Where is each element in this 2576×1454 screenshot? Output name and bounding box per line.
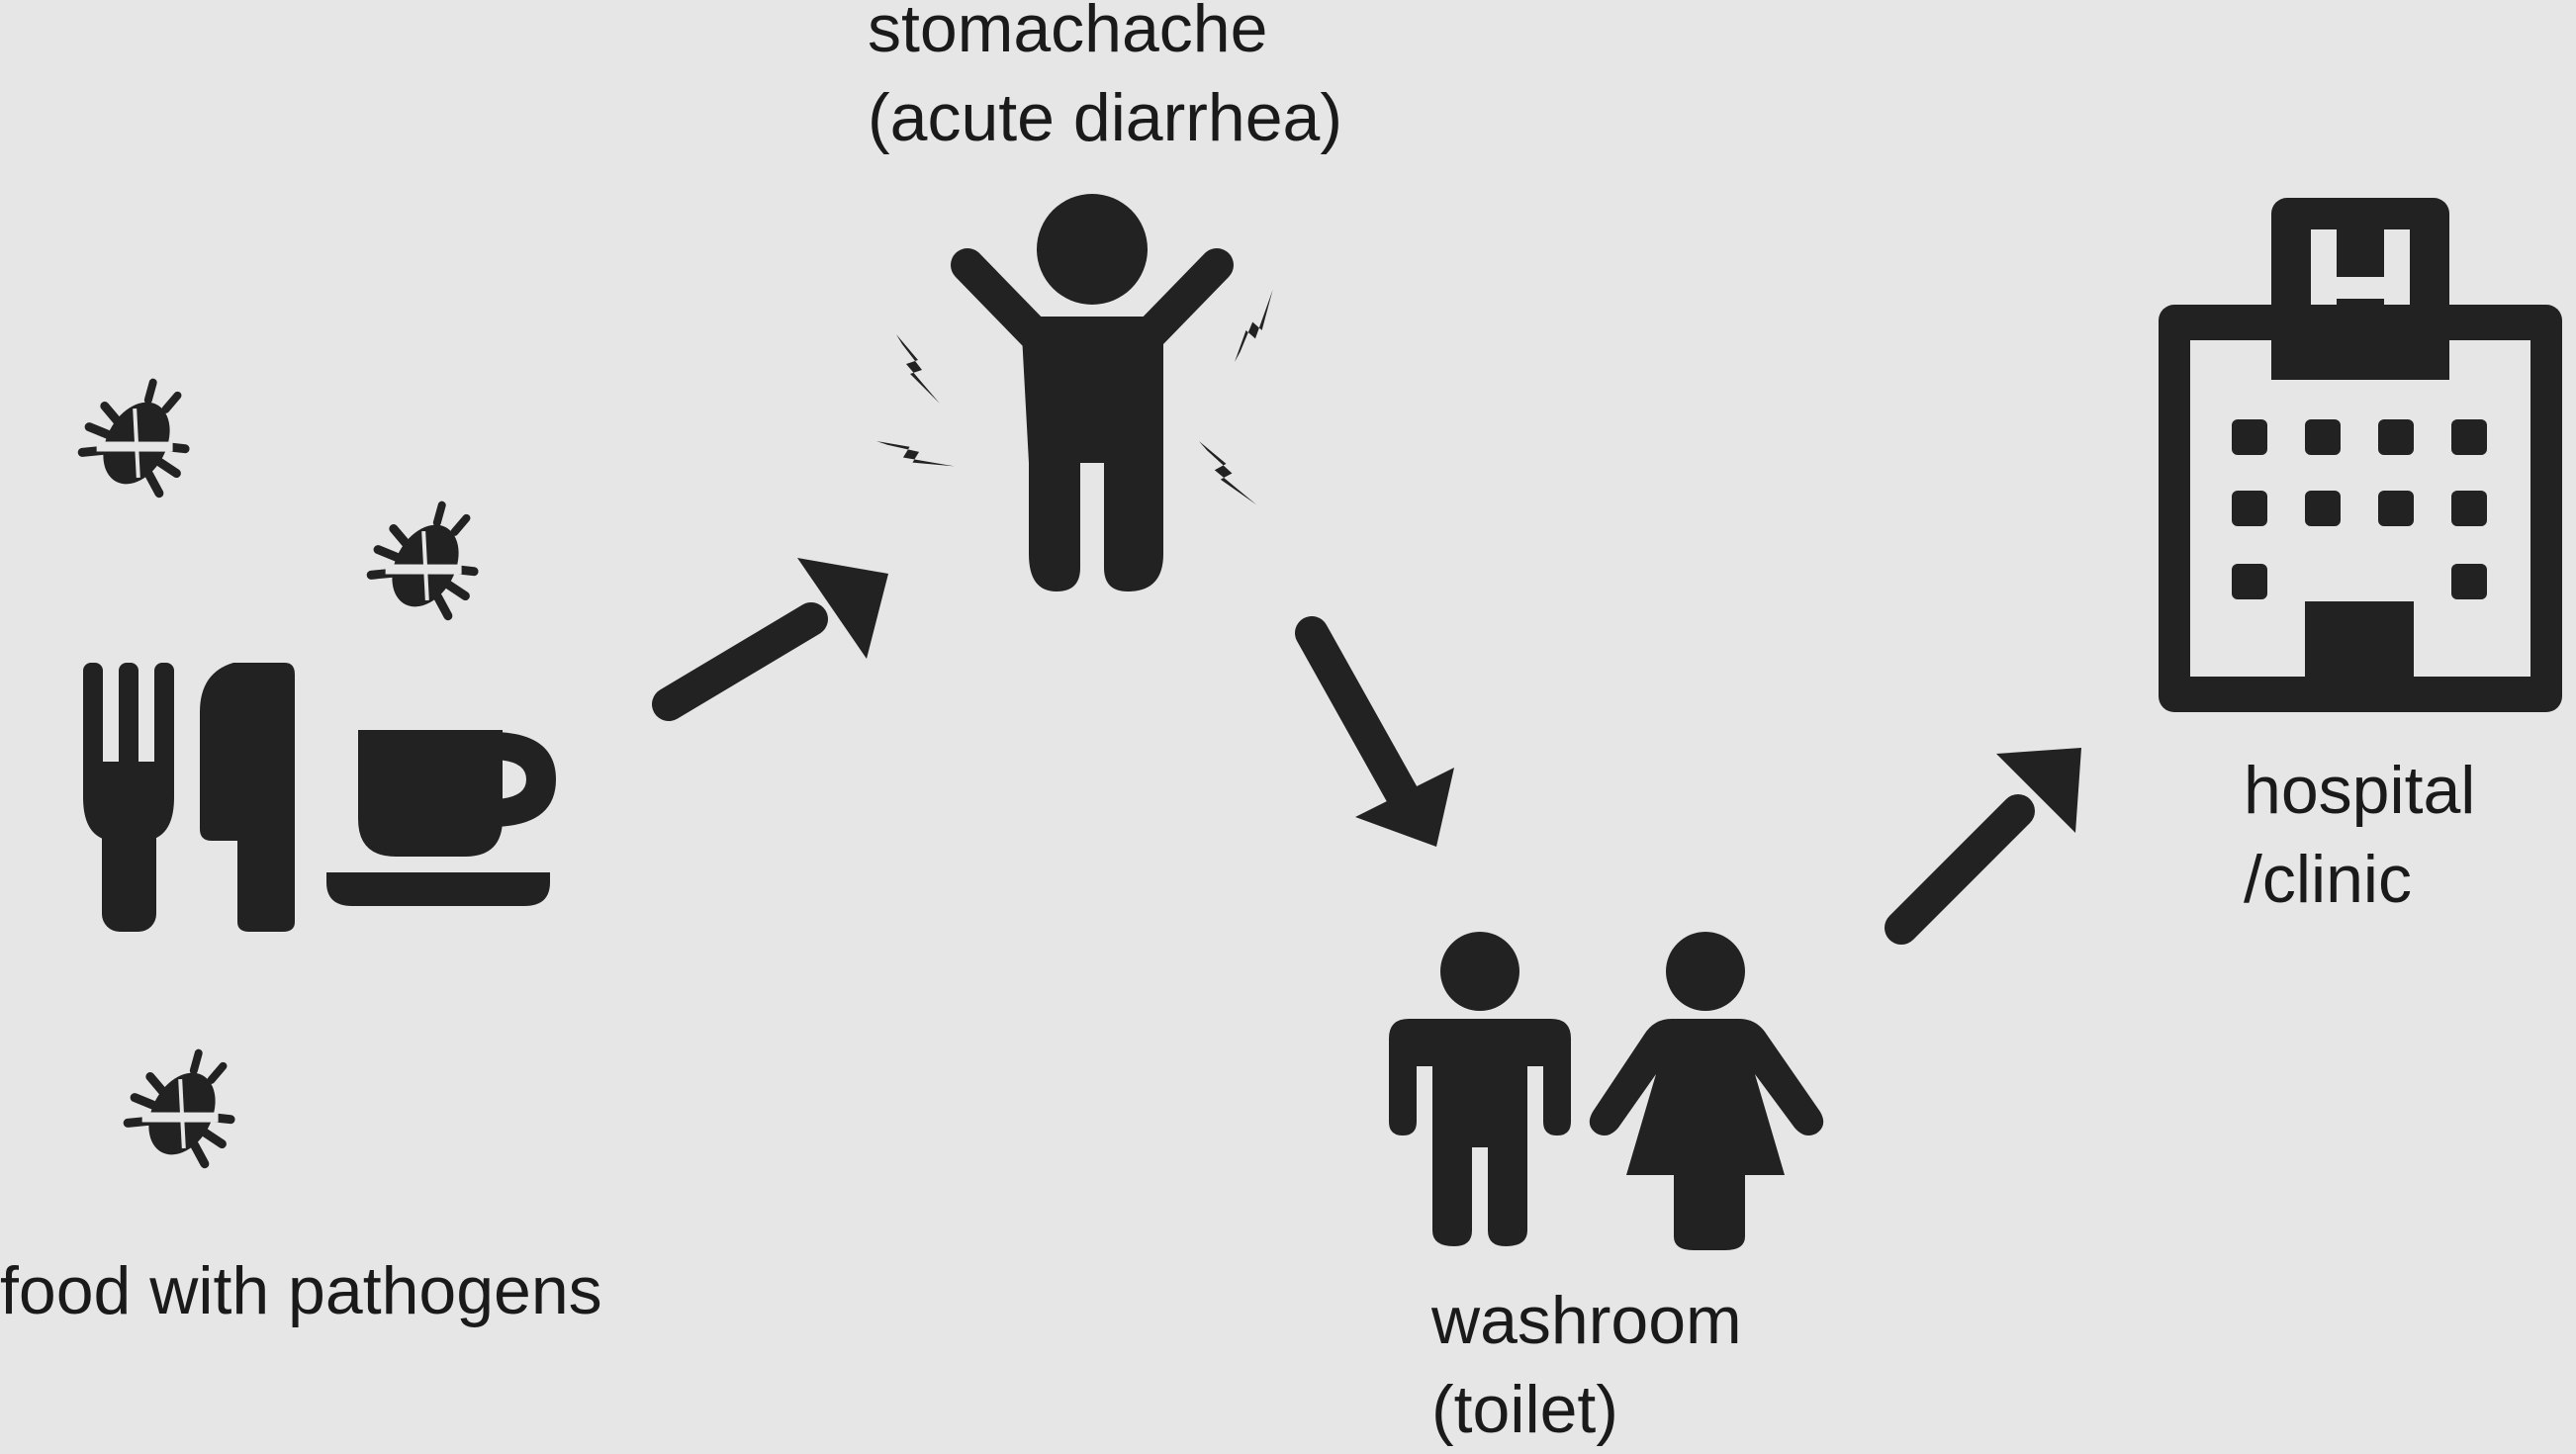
bug-icon — [72, 366, 209, 505]
arrow-washroom-to-hospital — [1885, 748, 2081, 945]
hospital-label-line2: /clinic — [2244, 842, 2413, 917]
food-utensils-coffee-icon — [83, 663, 556, 932]
arrow-food-to-stomach — [652, 558, 888, 721]
washroom-label-line1: washroom — [1431, 1283, 1742, 1358]
bug-icon — [361, 489, 498, 628]
stomachache-label: stomachache (acute diarrhea) — [868, 0, 1342, 162]
restroom-man-woman-icon — [1389, 932, 1824, 1250]
food-label: food with pathogens — [0, 1246, 602, 1335]
washroom-label-line2: (toilet) — [1431, 1372, 1618, 1447]
hospital-label-line1: hospital — [2244, 753, 2476, 828]
arrow-stomach-to-washroom — [1295, 616, 1454, 847]
stomachache-label-line1: stomachache — [868, 0, 1268, 66]
hospital-label: hospital /clinic — [2244, 746, 2475, 924]
hospital-building-icon — [2159, 198, 2562, 712]
washroom-label: washroom (toilet) — [1431, 1276, 1742, 1454]
stomachache-label-line2: (acute diarrhea) — [868, 80, 1343, 155]
food-label-text: food with pathogens — [0, 1253, 602, 1328]
person-in-pain-icon — [876, 194, 1295, 591]
bug-icon — [118, 1037, 254, 1176]
